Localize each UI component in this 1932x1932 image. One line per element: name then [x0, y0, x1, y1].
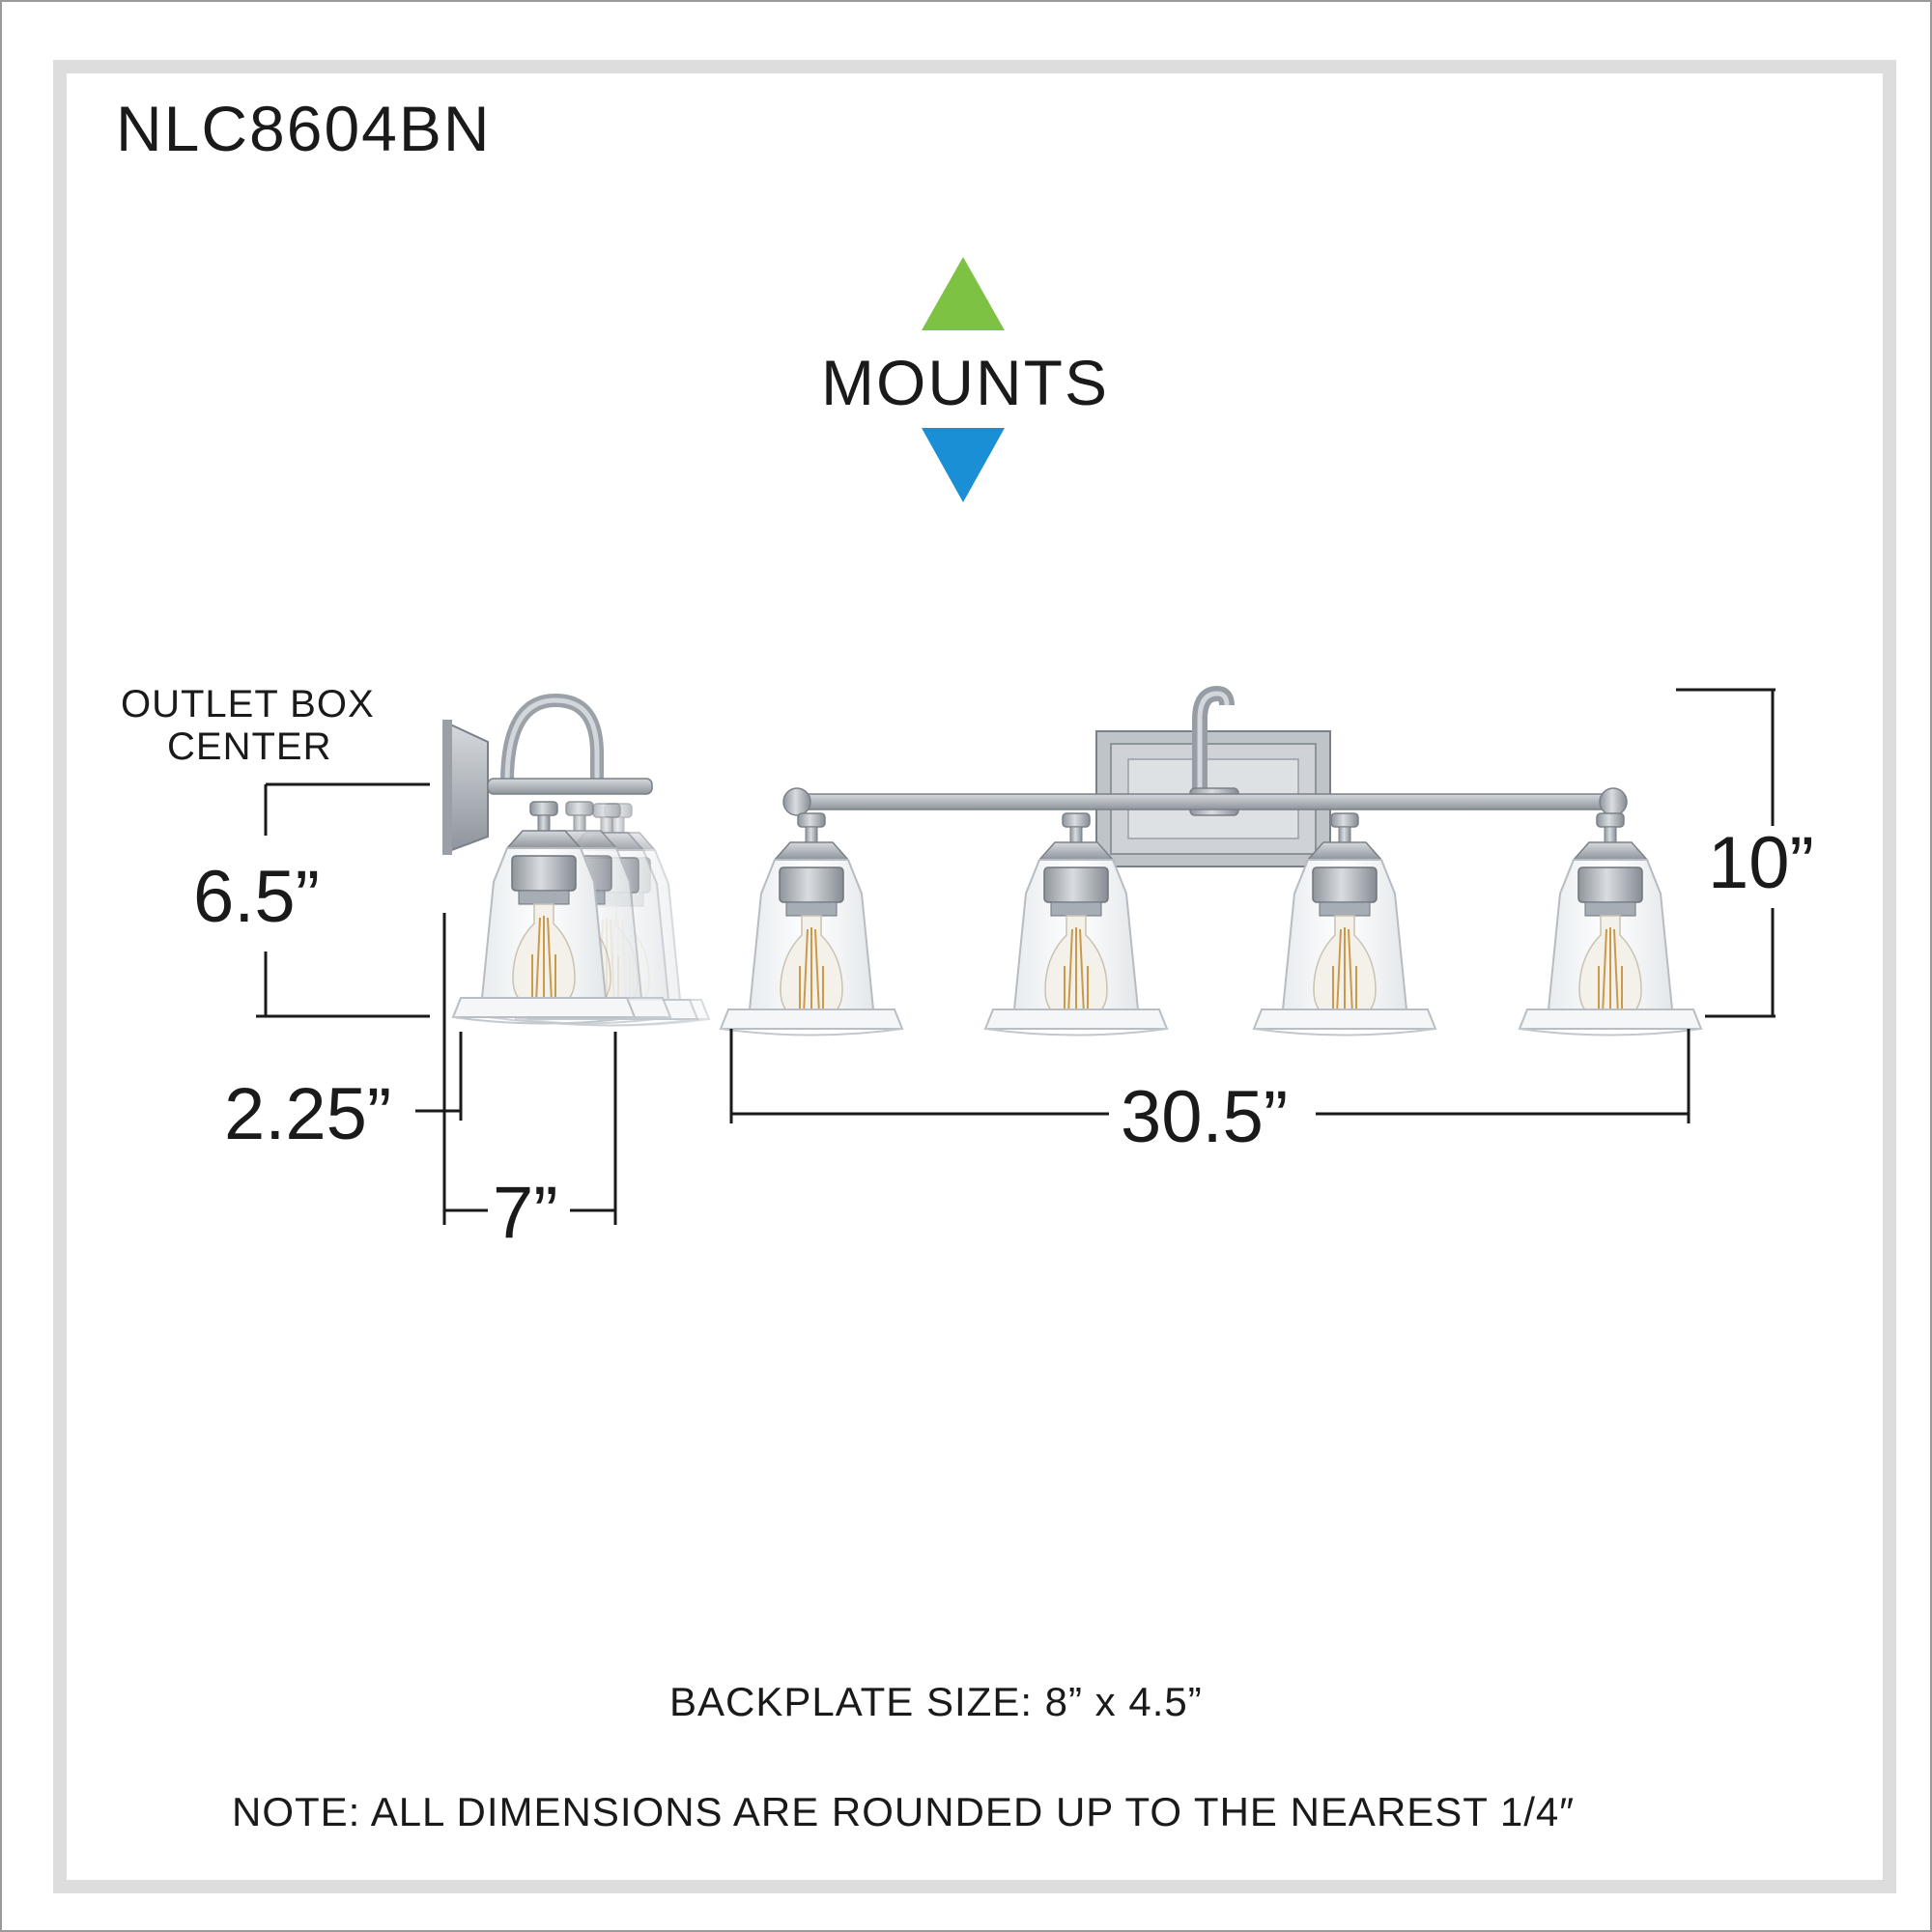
outlet-center-label: CENTER: [167, 725, 332, 768]
inner-border: [53, 60, 1896, 1893]
depth-dimension: 7”: [493, 1172, 558, 1254]
front-view-fixture: [720, 685, 1702, 1037]
extension-dimension: 2.25”: [224, 1073, 392, 1155]
up-triangle-icon: [922, 257, 1005, 330]
mounts-label: MOUNTS: [821, 347, 1109, 418]
model-number: NLC8604BN: [116, 93, 492, 164]
height-dimension: 10”: [1708, 822, 1814, 904]
down-triangle-icon: [922, 428, 1005, 502]
dimension-lines: [256, 688, 1776, 1225]
outlet-height-dimension: 6.5”: [193, 856, 320, 938]
dimensions-note: NOTE: ALL DIMENSIONS ARE ROUNDED UP TO T…: [232, 1789, 1576, 1834]
backplate-size: BACKPLATE SIZE: 8” x 4.5”: [669, 1679, 1203, 1724]
side-view-fixture: [442, 693, 710, 1027]
outlet-box-label: OUTLET BOX: [121, 683, 375, 725]
width-dimension: 30.5”: [1121, 1076, 1289, 1158]
